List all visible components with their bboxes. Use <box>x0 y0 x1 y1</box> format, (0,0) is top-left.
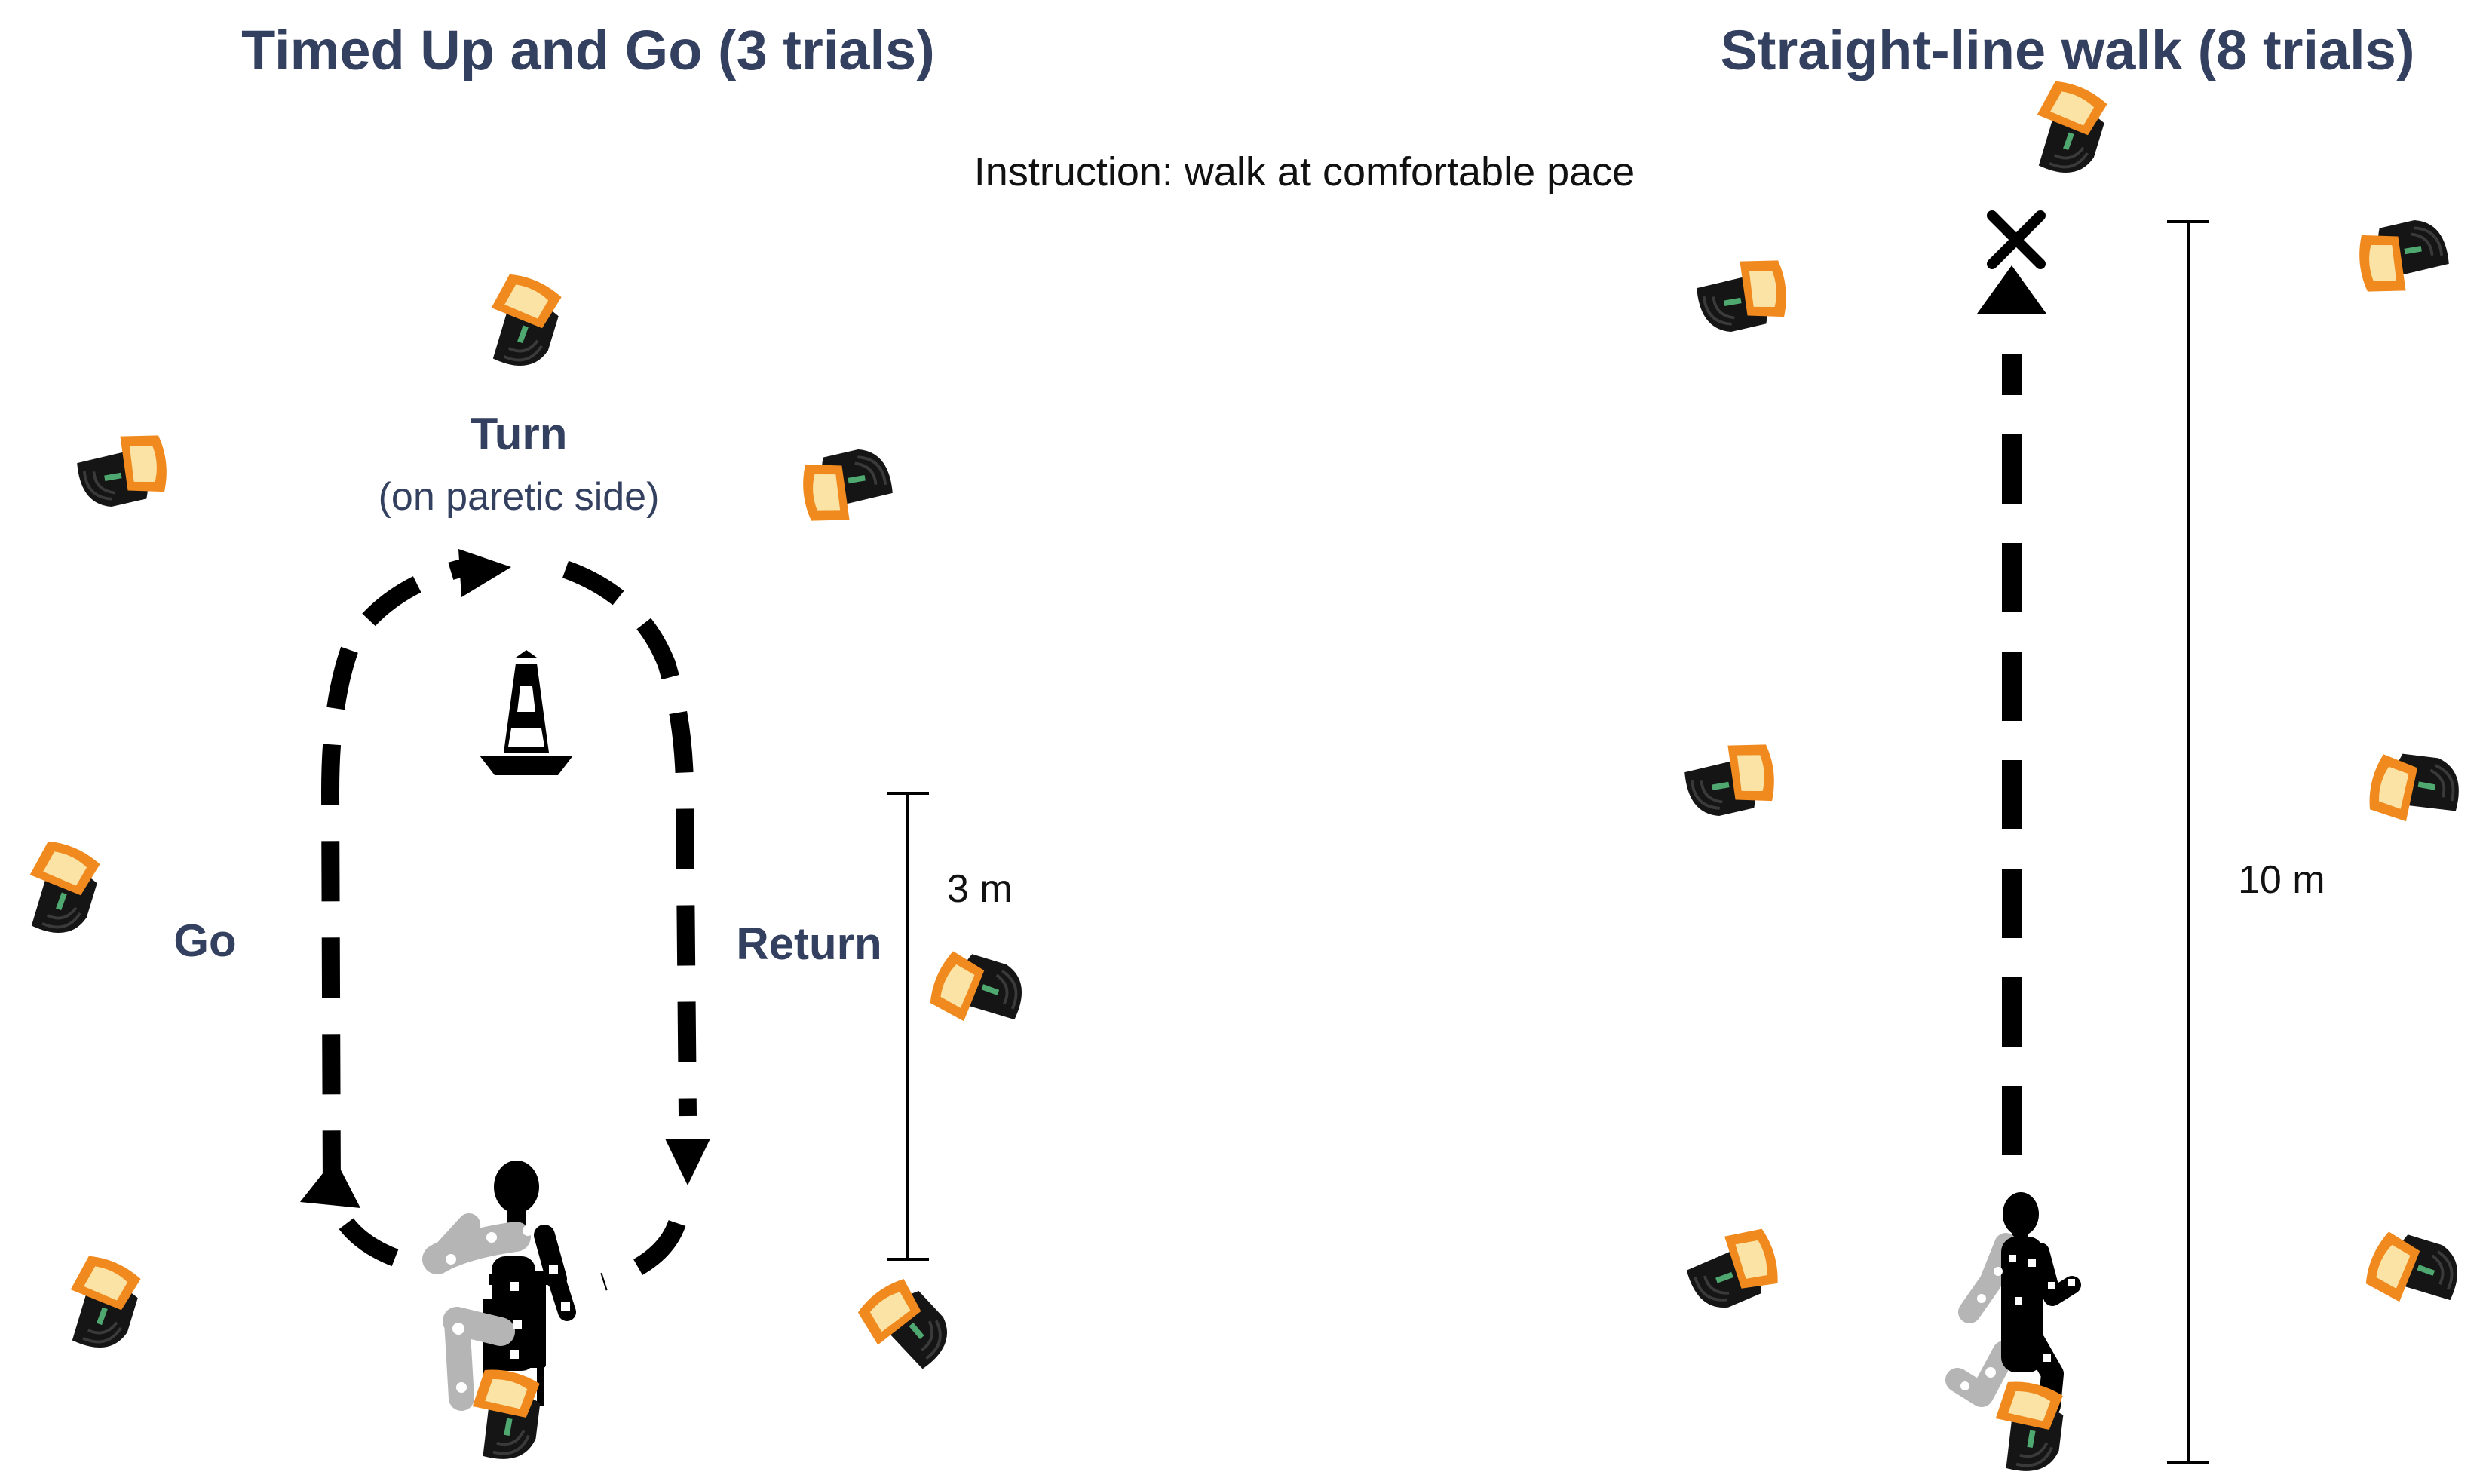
tug-loop-path <box>300 549 710 1291</box>
traffic-cone-icon <box>480 650 573 775</box>
walk-distance-scale <box>2167 220 2209 1464</box>
motion-capture-camera-icon <box>474 268 571 378</box>
motion-capture-camera-icon <box>2019 75 2117 185</box>
go-label: Go <box>173 915 236 966</box>
motion-capture-camera-icon <box>2364 746 2466 832</box>
tug-title: Timed Up and Go (3 trials) <box>241 19 935 81</box>
motion-capture-camera-icon <box>462 1364 548 1467</box>
walk-distance-label: 10 m <box>2238 858 2325 902</box>
tug-distance-scale <box>887 792 929 1261</box>
motion-capture-camera-icon <box>12 835 109 945</box>
motion-capture-camera-icon <box>2359 1222 2469 1320</box>
motion-capture-camera-icon <box>924 942 1034 1039</box>
x-mark-icon <box>1987 210 2046 269</box>
motion-capture-camera-icon <box>1678 1221 1788 1318</box>
motion-capture-camera-icon <box>53 1249 150 1360</box>
walk-camera-group <box>1678 75 2469 1479</box>
instruction-text: Instruction: walk at comfortable pace <box>974 149 1635 195</box>
turn-sub-label: (on paretic side) <box>379 475 660 519</box>
motion-capture-camera-icon <box>795 443 898 529</box>
walk-path <box>1977 265 2046 1155</box>
motion-capture-camera-icon <box>1985 1376 2071 1479</box>
motion-capture-camera-icon <box>850 1268 962 1383</box>
motion-capture-camera-icon <box>1691 253 1794 339</box>
walk-title: Straight-line walk (8 trials) <box>1720 19 2414 81</box>
return-label: Return <box>736 918 881 969</box>
walking-person-with-markers-icon <box>1945 1192 2081 1417</box>
turn-label: Turn <box>471 409 568 459</box>
motion-capture-camera-icon <box>2352 213 2454 299</box>
motion-capture-camera-icon <box>72 428 174 514</box>
tug-distance-label: 3 m <box>947 867 1013 911</box>
motion-capture-camera-icon <box>1679 737 1782 823</box>
seated-person-with-markers-icon <box>422 1161 576 1411</box>
